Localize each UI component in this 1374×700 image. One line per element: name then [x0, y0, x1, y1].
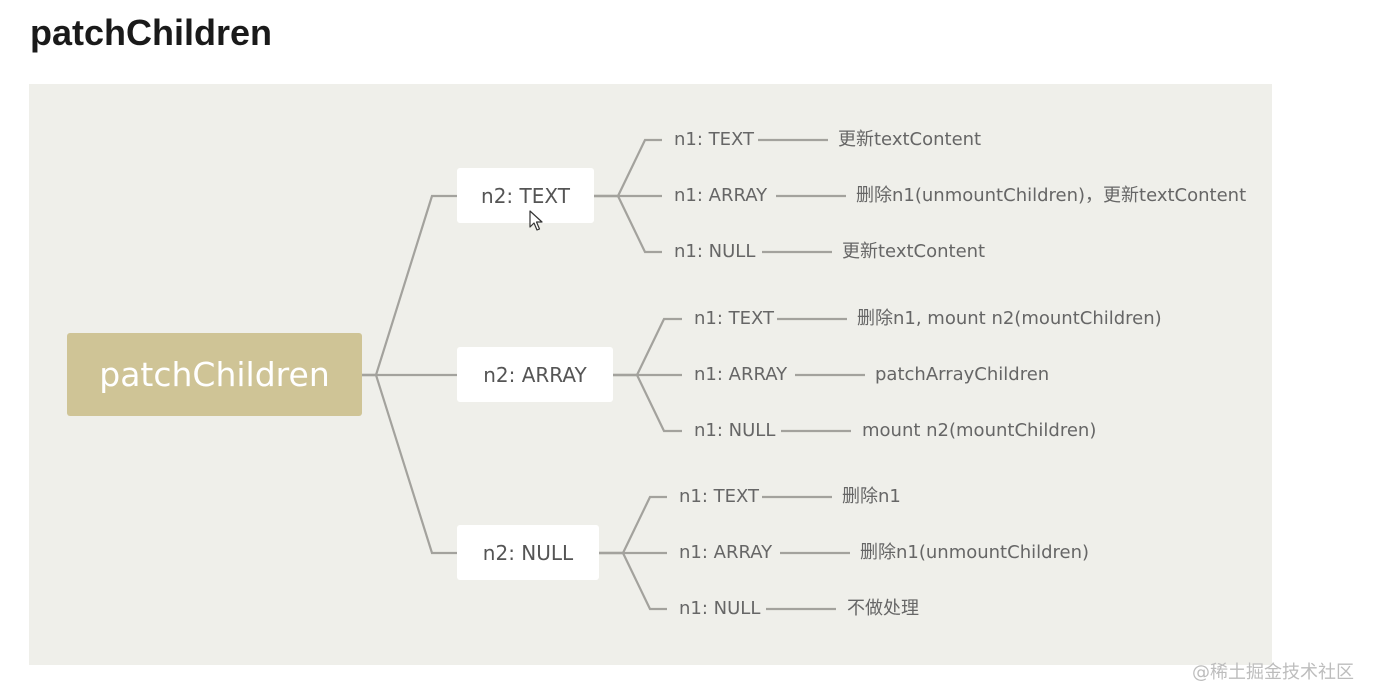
connector-root-to-n2-text: [362, 194, 457, 377]
text-branch-n1-array-condition[interactable]: n1: ARRAY: [674, 185, 768, 206]
array-branch-n1-array-action[interactable]: patchArrayChildren: [875, 364, 1050, 385]
n2-array-label: n2: ARRAY: [483, 362, 587, 387]
connector-null-to-n1-text: [599, 495, 667, 555]
null-branch-n1-array-action[interactable]: 删除n1(unmountChildren): [860, 542, 1090, 563]
connector-root-to-n2-null: [362, 373, 457, 555]
text-branch-n1-text-condition[interactable]: n1: TEXT: [674, 129, 755, 150]
text-branch-n1-array-action[interactable]: 删除n1(unmountChildren)，更新textContent: [856, 185, 1247, 206]
connector-array-to-n1-text: [613, 317, 682, 377]
null-branch-n1-null-action[interactable]: 不做处理: [847, 598, 919, 619]
root-node[interactable]: patchChildren: [67, 333, 362, 416]
array-branch-n1-null-condition[interactable]: n1: NULL: [694, 420, 776, 441]
array-branch-n1-text-action[interactable]: 删除n1, mount n2(mountChildren): [857, 308, 1162, 329]
null-branch-n1-text-action[interactable]: 删除n1: [842, 486, 901, 507]
n2-text-node[interactable]: n2: TEXT: [457, 168, 594, 223]
mouse-cursor-icon: [529, 210, 543, 231]
text-branch-n1-text-action[interactable]: 更新textContent: [838, 129, 982, 150]
array-branch-n1-text-condition[interactable]: n1: TEXT: [694, 308, 775, 329]
null-branch-n1-array-condition[interactable]: n1: ARRAY: [679, 542, 773, 563]
connector-null-to-n1-null: [599, 551, 667, 611]
root-node-label: patchChildren: [99, 355, 330, 394]
text-branch-n1-null-action[interactable]: 更新textContent: [842, 241, 986, 262]
page-title: patchChildren: [30, 12, 273, 53]
watermark: @稀土掘金技术社区: [1192, 662, 1354, 683]
connector-text-to-n1-null: [594, 194, 662, 254]
null-branch-n1-text-condition[interactable]: n1: TEXT: [679, 486, 760, 507]
connector-array-to-n1-null: [613, 373, 682, 433]
connector-text-to-n1-text: [594, 138, 662, 198]
null-branch-n1-null-condition[interactable]: n1: NULL: [679, 598, 761, 619]
array-branch-n1-array-condition[interactable]: n1: ARRAY: [694, 364, 788, 385]
n2-array-node[interactable]: n2: ARRAY: [457, 347, 613, 402]
text-branch-n1-null-condition[interactable]: n1: NULL: [674, 241, 756, 262]
n2-null-label: n2: NULL: [482, 540, 574, 565]
n2-text-label: n2: TEXT: [481, 183, 570, 208]
array-branch-n1-null-action[interactable]: mount n2(mountChildren): [862, 420, 1097, 441]
n2-null-node[interactable]: n2: NULL: [457, 525, 599, 580]
